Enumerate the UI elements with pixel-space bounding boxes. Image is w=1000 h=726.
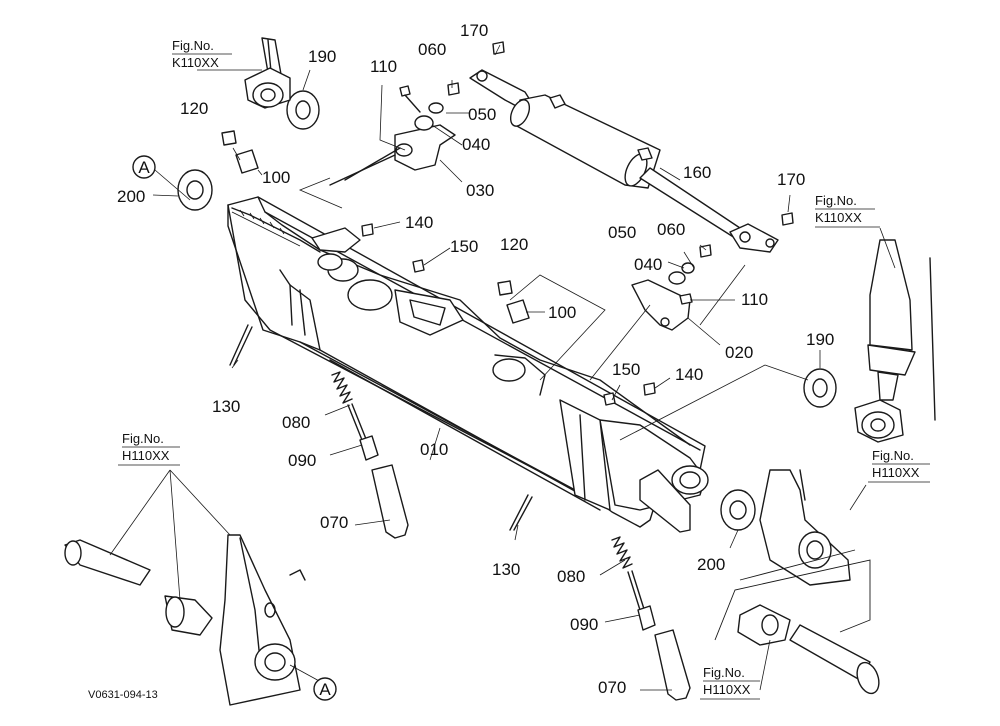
callout-190-upper: 190: [308, 47, 336, 66]
hydraulic-cylinder-160: [469, 69, 779, 253]
drawing-code: V0631-094-13: [88, 689, 158, 701]
callout-090-right: 090: [570, 615, 598, 634]
washers: [177, 90, 837, 531]
svg-text:Fig.No.: Fig.No.: [122, 431, 164, 446]
callout-070-right: 070: [598, 678, 626, 697]
callout-060-upper: 060: [418, 40, 446, 59]
fig-ref-h110-left: Fig.No. H110XX: [118, 431, 180, 466]
callout-070-left: 070: [320, 513, 348, 532]
callout-040-lower: 040: [634, 255, 662, 274]
callout-060-lower: 060: [657, 220, 685, 239]
callout-100-upper: 100: [262, 168, 290, 187]
svg-text:H110XX: H110XX: [703, 682, 751, 697]
svg-text:Fig.No.: Fig.No.: [172, 38, 214, 53]
pivot-left: [311, 227, 361, 271]
svg-text:H110XX: H110XX: [122, 448, 170, 463]
main-arm-010: [227, 196, 709, 533]
fig-ref-k110-right: Fig.No. K110XX: [815, 193, 880, 228]
callout-200-left: 200: [117, 187, 145, 206]
callout-labels: 010 020 030 040 040 050 050 060 060 070 …: [117, 21, 834, 697]
spring-rod-handle-set-right: [611, 536, 691, 701]
callout-140-upper: 140: [405, 213, 433, 232]
figure-references: Fig.No. K110XX Fig.No. K110XX Fig.No. H1…: [118, 38, 930, 700]
ref-h110-lower-left: [64, 534, 306, 706]
lever-030: [329, 124, 456, 186]
marker-a-lower: A: [313, 677, 337, 701]
spring-rod-handle-set-left: [331, 371, 409, 539]
ref-k110-upper-left: [244, 37, 291, 109]
lever-020: [631, 279, 691, 331]
marker-a-upper: A: [132, 155, 156, 179]
callout-190-lower: 190: [806, 330, 834, 349]
svg-text:Fig.No.: Fig.No.: [872, 448, 914, 463]
callout-170-upper: 170: [460, 21, 488, 40]
callout-010: 010: [420, 440, 448, 459]
leader-lines: [109, 44, 896, 691]
callout-020: 020: [725, 343, 753, 362]
callout-110-lower: 110: [741, 290, 768, 309]
callout-200-right: 200: [697, 555, 725, 574]
svg-text:A: A: [319, 680, 331, 699]
svg-text:K110XX: K110XX: [815, 210, 862, 225]
callout-050-upper: 050: [468, 105, 496, 124]
callout-090-left: 090: [288, 451, 316, 470]
callout-120-upper: 120: [180, 99, 208, 118]
svg-text:Fig.No.: Fig.No.: [815, 193, 857, 208]
svg-text:A: A: [138, 158, 150, 177]
callout-170-lower: 170: [777, 170, 805, 189]
bolts-and-nuts: [221, 41, 794, 531]
fig-ref-h110-bottom: Fig.No. H110XX: [700, 665, 760, 700]
callout-110-upper: 110: [370, 57, 397, 76]
fig-ref-k110-upper-left: Fig.No. K110XX: [172, 38, 232, 70]
callout-080-right: 080: [557, 567, 585, 586]
callout-080-left: 080: [282, 413, 310, 432]
fig-ref-h110-right: Fig.No. H110XX: [868, 448, 930, 483]
callout-160: 160: [683, 163, 711, 182]
ref-k110-right: [854, 239, 936, 443]
callout-130-right: 130: [492, 560, 520, 579]
callout-050-lower: 050: [608, 223, 636, 242]
svg-text:Fig.No.: Fig.No.: [703, 665, 745, 680]
callout-150-upper: 150: [450, 237, 478, 256]
callout-130-left: 130: [212, 397, 240, 416]
callout-120-lower: 120: [500, 235, 528, 254]
callout-040-upper: 040: [462, 135, 490, 154]
callout-150-lower: 150: [612, 360, 640, 379]
svg-text:K110XX: K110XX: [172, 55, 219, 70]
ref-h110-lower-right: [737, 469, 880, 695]
callout-100-lower: 100: [548, 303, 576, 322]
svg-text:H110XX: H110XX: [872, 465, 920, 480]
callout-030: 030: [466, 181, 494, 200]
callout-140-lower: 140: [675, 365, 703, 384]
